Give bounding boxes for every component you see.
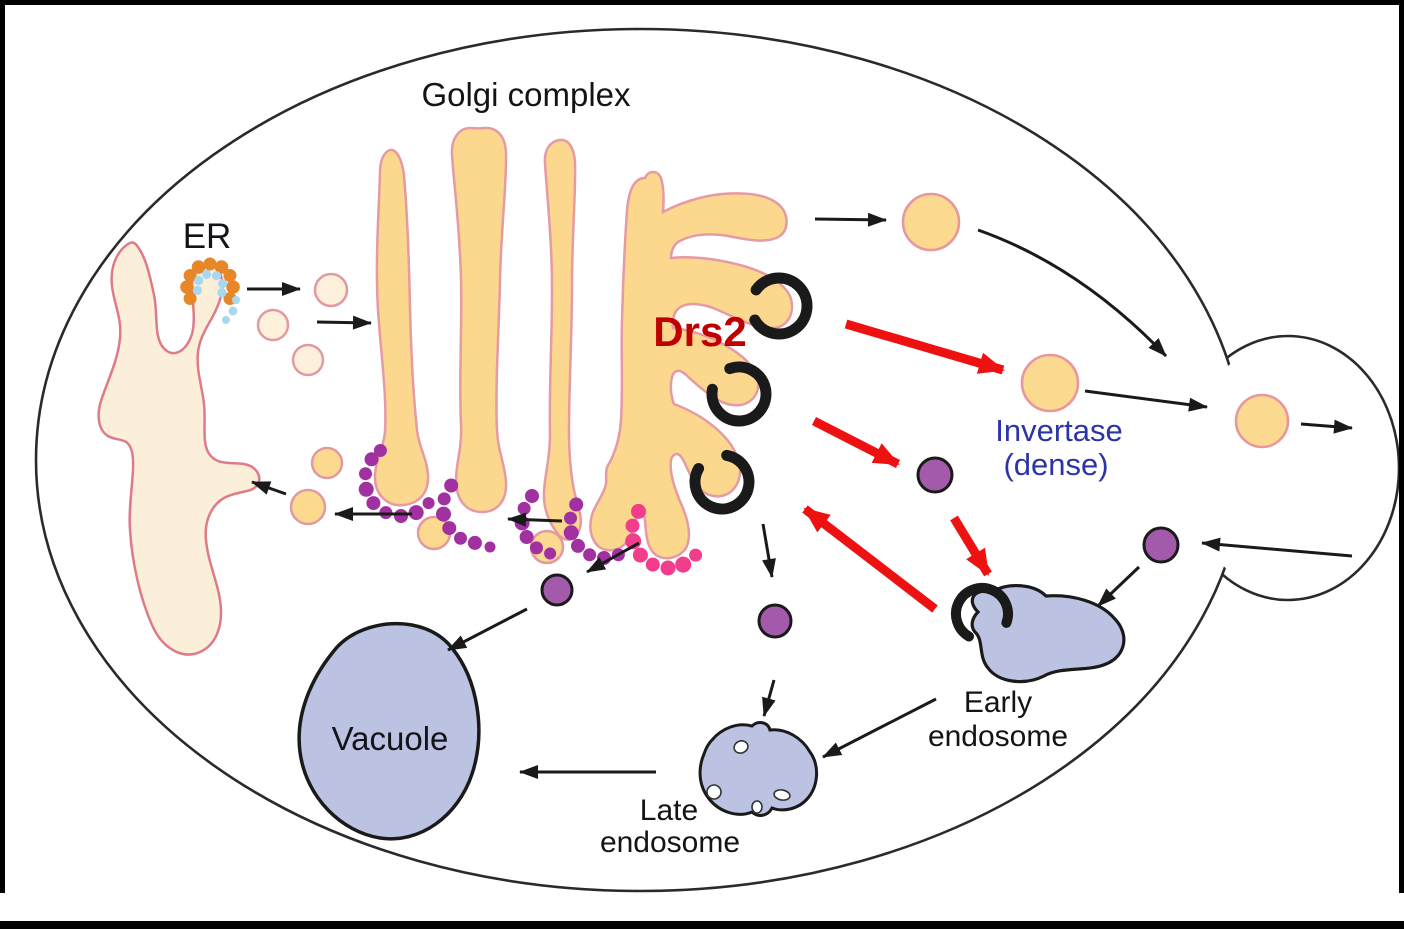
arrow-endocytic-vesicle-to-early-endosome xyxy=(1096,565,1141,608)
early-endosome-label-line1: Early xyxy=(964,686,1032,719)
late-endosome-lumen-vesicles xyxy=(706,740,791,814)
red-arrow-tgn-to-invertase-vesicle xyxy=(844,319,1005,375)
arrow-early-to-late-endosome xyxy=(822,697,937,759)
vacuole-label: Vacuole xyxy=(332,720,449,757)
invertase-label-line2: (dense) xyxy=(1003,447,1108,482)
golgi-cisterna-2 xyxy=(450,126,508,514)
arrow-invertase-vesicle-to-bud xyxy=(1084,389,1208,412)
copii-cargo-dots-icon xyxy=(192,269,240,324)
arrow-tgn-to-purple-vesicle xyxy=(761,523,776,578)
bottom-white-strip xyxy=(0,893,1404,921)
clathrin-coat-1 xyxy=(749,272,813,340)
tgn-purple-vesicle xyxy=(757,603,793,639)
copii-vesicles xyxy=(256,272,349,377)
arrow-purple-vesicle-to-late-endosome xyxy=(762,679,776,717)
late-endosome-label-line1: Late xyxy=(640,794,698,827)
secretory-vesicles xyxy=(901,192,1290,449)
copii-vesicle-1 xyxy=(313,272,349,308)
late-endosome-label-line2: endosome xyxy=(600,826,740,859)
red-arrow-early-endosome-to-tgn xyxy=(802,505,938,613)
er-label: ER xyxy=(183,217,232,256)
arrow-bud-vesicle-to-membrane xyxy=(1300,419,1353,434)
drs2-label: Drs2 xyxy=(653,308,746,355)
early-endosome-clathrin-coat xyxy=(951,582,1013,642)
purple-vesicles xyxy=(540,456,1180,639)
red-arrow-to-early-endosome xyxy=(950,515,992,577)
golgi-stack xyxy=(373,126,794,560)
arrow-vesicles-to-golgi xyxy=(316,315,372,330)
transport-arrows xyxy=(247,212,1353,779)
secretory-vesicle xyxy=(901,192,961,252)
clathrin-coat-2 xyxy=(706,361,772,427)
copii-vesicle-2 xyxy=(256,308,290,342)
bud-secretory-vesicle xyxy=(1234,393,1290,449)
clathrin-coats xyxy=(689,272,813,515)
copii-coat-icon xyxy=(180,257,240,305)
red-arrow-tgn-to-dense-vesicle xyxy=(811,416,901,469)
retrograde-vesicle-2 xyxy=(289,488,327,526)
alp-pathway-vesicle xyxy=(540,573,574,607)
trans-golgi-network xyxy=(589,170,794,560)
endocytic-vesicle xyxy=(1142,526,1180,564)
drs2-pathway-arrows xyxy=(802,319,1005,613)
arrow-retrograde-right xyxy=(507,512,563,527)
early-endosome-label-line2: endosome xyxy=(928,720,1068,753)
bud-neck-mask xyxy=(1184,343,1392,593)
retrograde-vesicles xyxy=(289,446,565,565)
arrow-alp-vesicle-to-vacuole xyxy=(447,607,528,652)
dense-vesicle xyxy=(916,456,954,494)
arrow-golgi-to-alp-vesicle xyxy=(586,541,640,574)
invertase-label-line1: Invertase xyxy=(995,413,1123,448)
arrow-retrograde-to-er xyxy=(251,480,287,496)
retrograde-vesicle-1 xyxy=(310,446,344,480)
golgi-complex-label: Golgi complex xyxy=(421,76,631,113)
clathrin-coat-3 xyxy=(689,449,755,515)
invertase-vesicle xyxy=(1020,353,1080,413)
arrow-secretory-vesicle-to-bud xyxy=(977,228,1168,358)
vacuole-shape xyxy=(297,621,481,841)
pink-coat-dots xyxy=(625,503,703,576)
arrow-endocytosis-from-bud-membrane xyxy=(1201,537,1353,558)
golgi-cisterna-1 xyxy=(373,148,430,507)
copii-vesicle-3 xyxy=(291,343,325,377)
er-shape xyxy=(97,241,261,656)
arrow-tgn-to-secretory-vesicle xyxy=(814,212,887,227)
